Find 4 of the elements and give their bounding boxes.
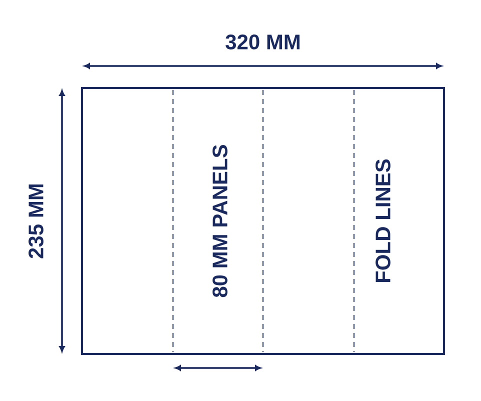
- fold-lines-label: FOLD LINES: [376, 159, 390, 282]
- panel-label: 80 MM PANELS: [212, 145, 228, 298]
- dimension-label: 320 MM: [226, 34, 300, 50]
- dimension-label: 235 MM: [28, 184, 44, 258]
